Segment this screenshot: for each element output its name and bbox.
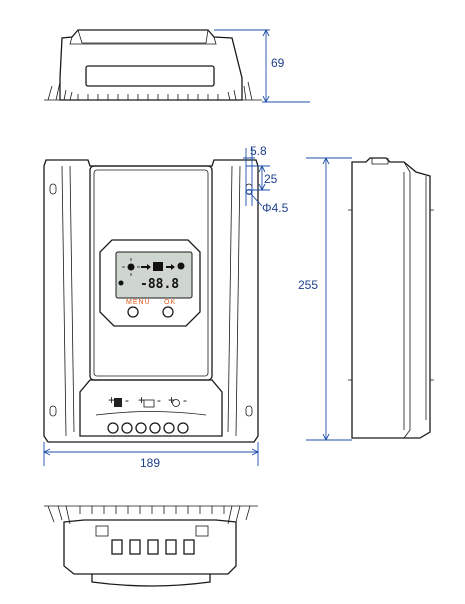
solar-panel-icon xyxy=(114,398,122,407)
dim-hole-offset: 5.8 xyxy=(250,144,267,158)
sun-icon xyxy=(127,263,135,271)
lcd-status-icons xyxy=(122,258,185,276)
term-mark-2: - xyxy=(125,393,129,407)
mount-slot-br xyxy=(245,405,253,417)
terminal-tabs xyxy=(111,539,195,555)
menu-button-label: MENU xyxy=(126,299,151,306)
term-mark-6: - xyxy=(183,393,187,407)
battery-terminal-icon xyxy=(143,399,155,408)
lcd-readout: -88.8 xyxy=(140,277,179,292)
dim-front-width: 189 xyxy=(140,456,160,470)
terminal-screw xyxy=(107,422,119,434)
battery-icon xyxy=(153,262,163,271)
ok-button[interactable] xyxy=(162,306,174,318)
top-view: 69 xyxy=(44,28,310,104)
dim-top-height: 69 xyxy=(271,56,285,70)
mount-slot-bl xyxy=(49,405,57,417)
terminal-screw xyxy=(121,422,133,434)
ok-button-label: OK xyxy=(164,299,176,306)
terminal-screw xyxy=(177,422,189,434)
lcd-indicator-icon xyxy=(118,280,124,286)
dim-side-height: 255 xyxy=(298,278,318,292)
lcd-screen xyxy=(115,251,193,299)
terminal-screws xyxy=(107,422,189,434)
term-mark-1: + xyxy=(108,393,115,407)
term-mark-4: - xyxy=(157,393,161,407)
terminal-screw xyxy=(135,422,147,434)
menu-button[interactable] xyxy=(127,306,139,318)
load-icon xyxy=(172,399,180,407)
terminal-tab xyxy=(165,539,177,555)
terminal-tab xyxy=(129,539,141,555)
terminal-screw xyxy=(149,422,161,434)
term-mark-5: + xyxy=(168,393,175,407)
display-bezel xyxy=(99,239,201,327)
mount-slot-tl xyxy=(49,183,57,195)
terminal-tab xyxy=(111,539,123,555)
terminal-tab xyxy=(183,539,195,555)
bottom-view xyxy=(44,505,258,587)
dim-hole-diameter: Φ4.5 xyxy=(262,201,289,215)
front-view: -88.8 MENU OK + - + - + - xyxy=(42,144,289,470)
terminal-tab xyxy=(147,539,159,555)
term-mark-3: + xyxy=(138,393,145,407)
bulb-icon xyxy=(177,262,185,270)
dim-hole-spacing: 25 xyxy=(264,172,278,186)
side-view: 255 xyxy=(298,156,434,442)
terminal-screw xyxy=(163,422,175,434)
terminal-icons xyxy=(114,398,180,408)
